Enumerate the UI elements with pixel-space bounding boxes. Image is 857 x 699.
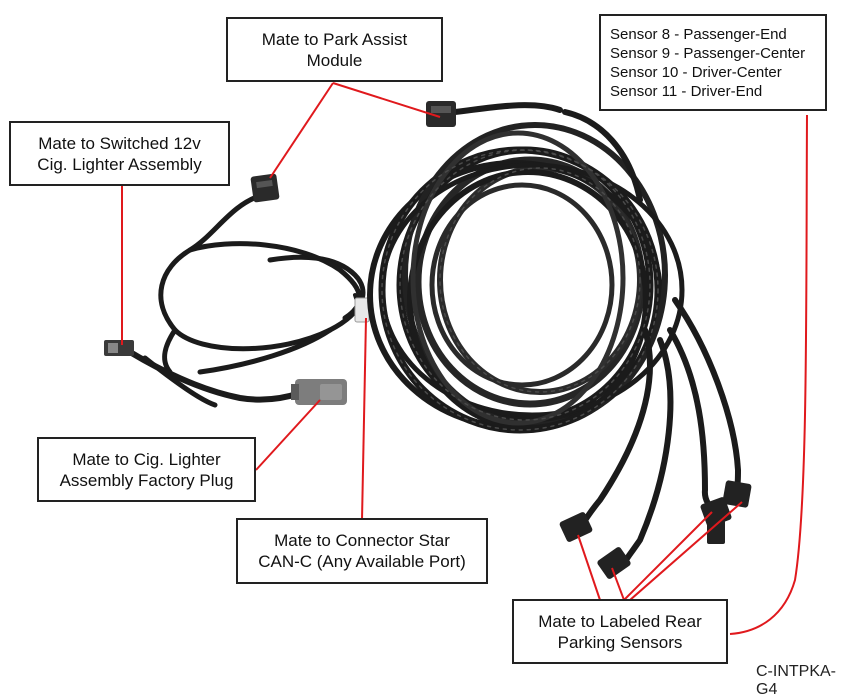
park-assist-harness-connector bbox=[426, 101, 456, 127]
sensor-item: Sensor 8 - Passenger-End bbox=[610, 26, 787, 43]
callout-switched-12v: Mate to Switched 12v Cig. Lighter Assemb… bbox=[9, 121, 230, 186]
callout-line: Mate to Switched 12v bbox=[38, 133, 201, 153]
callout-line: CAN-C (Any Available Port) bbox=[258, 552, 466, 571]
callout-park-assist-module: Mate to Park Assist Module bbox=[226, 17, 443, 82]
factory-plug-connector bbox=[291, 379, 347, 405]
switched-12v-connector bbox=[104, 340, 134, 356]
sensor-item: Sensor 11 - Driver-End bbox=[610, 83, 763, 100]
callout-line: Cig. Lighter Assembly bbox=[37, 154, 202, 174]
small-harness bbox=[127, 192, 368, 408]
callout-connector-star: Mate to Connector Star CAN-C (Any Availa… bbox=[236, 518, 488, 584]
callout-line: Mate to Connector Star bbox=[274, 531, 450, 550]
callout-line: Mate to Labeled Rear bbox=[538, 611, 702, 631]
callout-line: Assembly Factory Plug bbox=[59, 470, 234, 490]
callout-line: Parking Sensors bbox=[557, 632, 683, 652]
large-harness bbox=[367, 102, 742, 565]
park-assist-module-connector bbox=[250, 173, 280, 203]
callout-line: Mate to Cig. Lighter bbox=[72, 449, 221, 469]
part-number: C-INTPKA-G4 bbox=[756, 663, 836, 698]
sensor-item: Sensor 10 - Driver-Center bbox=[610, 64, 782, 81]
callout-line: Mate to Park Assist bbox=[261, 29, 408, 49]
callout-rear-sensors: Mate to Labeled Rear Parking Sensors bbox=[512, 599, 728, 664]
leader-lines bbox=[121, 82, 808, 635]
sensor-list-box: Sensor 8 - Passenger-End Sensor 9 - Pass… bbox=[599, 14, 827, 111]
sensor-item: Sensor 9 - Passenger-Center bbox=[610, 45, 806, 62]
callout-line: Module bbox=[306, 50, 363, 70]
callout-factory-plug: Mate to Cig. Lighter Assembly Factory Pl… bbox=[37, 437, 256, 502]
rear-sensor-connectors bbox=[559, 480, 752, 579]
